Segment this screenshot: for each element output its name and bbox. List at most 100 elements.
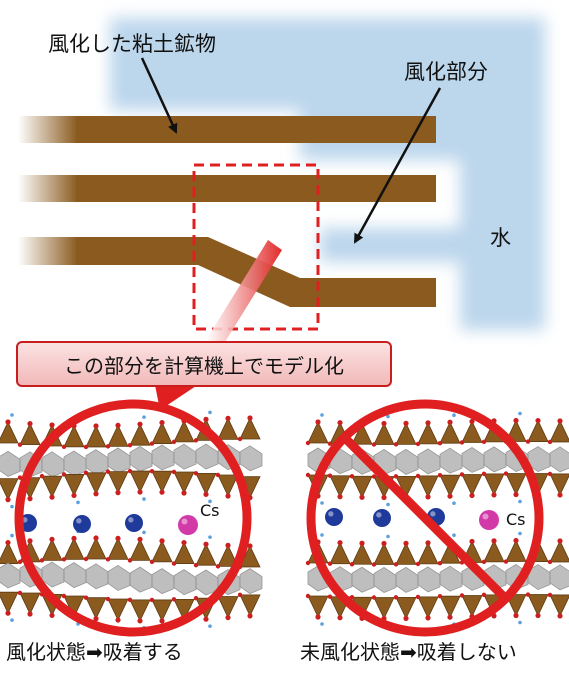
oxygen-atom bbox=[237, 592, 243, 598]
tetrahedron bbox=[107, 598, 129, 621]
oxygen-atom bbox=[425, 540, 431, 546]
oxygen-atom bbox=[403, 615, 409, 621]
tetrahedron bbox=[239, 417, 261, 440]
oxygen-atom bbox=[349, 595, 355, 600]
prohibition-ring bbox=[306, 399, 544, 637]
oxygen-atom bbox=[393, 474, 399, 479]
clay-layer-top bbox=[76, 116, 436, 143]
oxygen-atom bbox=[27, 611, 33, 617]
octahedron bbox=[417, 448, 441, 475]
tetrahedron bbox=[505, 594, 527, 617]
hydrogen-atom bbox=[518, 411, 522, 416]
tetrahedron bbox=[151, 539, 173, 563]
oxygen-atom bbox=[403, 420, 409, 426]
octahedron bbox=[439, 447, 463, 474]
tetrahedron bbox=[129, 423, 151, 446]
oxygen-atom bbox=[171, 561, 177, 566]
oxygen-atom bbox=[27, 421, 33, 427]
tetrahedron bbox=[549, 420, 569, 443]
tetrahedron bbox=[0, 591, 19, 615]
hydrogen-atom bbox=[320, 413, 324, 417]
octahedron bbox=[395, 448, 419, 475]
oxygen-atom bbox=[469, 418, 475, 425]
tetrahedron bbox=[41, 538, 63, 561]
tetrahedron bbox=[0, 478, 19, 501]
oxygen-atom bbox=[5, 497, 11, 503]
oxygen-atom bbox=[359, 540, 365, 546]
tetrahedron bbox=[439, 421, 461, 444]
tetrahedron bbox=[129, 599, 151, 622]
tetrahedron bbox=[417, 596, 439, 619]
oxygen-atom bbox=[83, 595, 89, 600]
unweathered-model-panel bbox=[305, 399, 569, 637]
oxygen-atom bbox=[225, 614, 231, 621]
oxygen-atom bbox=[115, 535, 121, 541]
octahedron bbox=[351, 566, 375, 593]
oxygen-atom bbox=[225, 493, 231, 499]
oxygen-atom bbox=[127, 468, 133, 474]
octahedron bbox=[395, 566, 419, 593]
hydrogen-atom bbox=[10, 533, 14, 538]
octahedron bbox=[195, 443, 219, 470]
oxygen-atom bbox=[525, 592, 531, 597]
oxygen-atom bbox=[481, 439, 487, 445]
oxygen-atom bbox=[225, 415, 231, 421]
ion-highlight bbox=[482, 513, 489, 520]
oxygen-atom bbox=[203, 541, 209, 547]
tetrahedron bbox=[173, 598, 195, 622]
hydrogen-atom bbox=[208, 499, 212, 504]
octahedron bbox=[85, 449, 109, 476]
oxygen-atom bbox=[415, 473, 421, 479]
tetrahedron bbox=[151, 421, 173, 444]
hydrogen-atom bbox=[208, 535, 212, 539]
clay-layer-bottom-fade bbox=[18, 237, 78, 265]
tetrahedron bbox=[395, 596, 417, 620]
oxygen-atom bbox=[17, 475, 23, 480]
tetrahedron bbox=[19, 592, 41, 615]
octahedron bbox=[85, 563, 109, 590]
tetrahedron bbox=[151, 470, 173, 494]
oxygen-atom bbox=[115, 422, 121, 428]
octahedron bbox=[239, 568, 263, 595]
octahedron bbox=[151, 568, 175, 595]
hydrogen-atom bbox=[386, 502, 390, 507]
ion-highlight bbox=[430, 511, 436, 517]
octahedron bbox=[173, 443, 197, 470]
tetrahedron bbox=[483, 473, 505, 496]
tetrahedron bbox=[217, 544, 239, 567]
oxygen-atom bbox=[115, 490, 121, 496]
ion-highlight bbox=[328, 511, 334, 517]
oxygen-atom bbox=[17, 559, 23, 565]
ion-highlight bbox=[76, 518, 82, 524]
oxygen-atom bbox=[359, 494, 365, 500]
tetrahedron bbox=[195, 543, 217, 566]
tetrahedron bbox=[505, 539, 527, 562]
oxygen-atom bbox=[49, 422, 55, 428]
oxygen-atom bbox=[469, 492, 475, 499]
hydrogen-atom bbox=[320, 501, 324, 505]
tetrahedron bbox=[395, 475, 417, 499]
oxygen-atom bbox=[247, 415, 253, 421]
oxygen-atom bbox=[425, 615, 431, 621]
octahedron bbox=[107, 447, 131, 474]
oxygen-atom bbox=[115, 617, 121, 623]
hydrogen-atom bbox=[10, 504, 14, 509]
oxygen-atom bbox=[215, 472, 221, 478]
tetrahedron bbox=[351, 542, 373, 565]
oxygen-atom bbox=[83, 556, 89, 562]
tetrahedron bbox=[63, 537, 85, 560]
oxygen-atom bbox=[225, 542, 231, 548]
oxygen-atom bbox=[327, 441, 333, 446]
hydrogen-atom bbox=[10, 618, 14, 622]
ion-sphere bbox=[73, 515, 91, 533]
oxygen-atom bbox=[83, 470, 89, 476]
oxygen-atom bbox=[127, 558, 133, 563]
tetrahedron bbox=[373, 422, 395, 445]
tetrahedron bbox=[41, 475, 63, 499]
cs-ion-label-right: Cs bbox=[506, 510, 526, 529]
octahedron bbox=[151, 444, 175, 471]
oxygen-atom bbox=[481, 471, 487, 477]
hydrogen-atom bbox=[320, 533, 324, 537]
oxygen-atom bbox=[337, 615, 343, 621]
tetrahedron bbox=[417, 475, 439, 498]
